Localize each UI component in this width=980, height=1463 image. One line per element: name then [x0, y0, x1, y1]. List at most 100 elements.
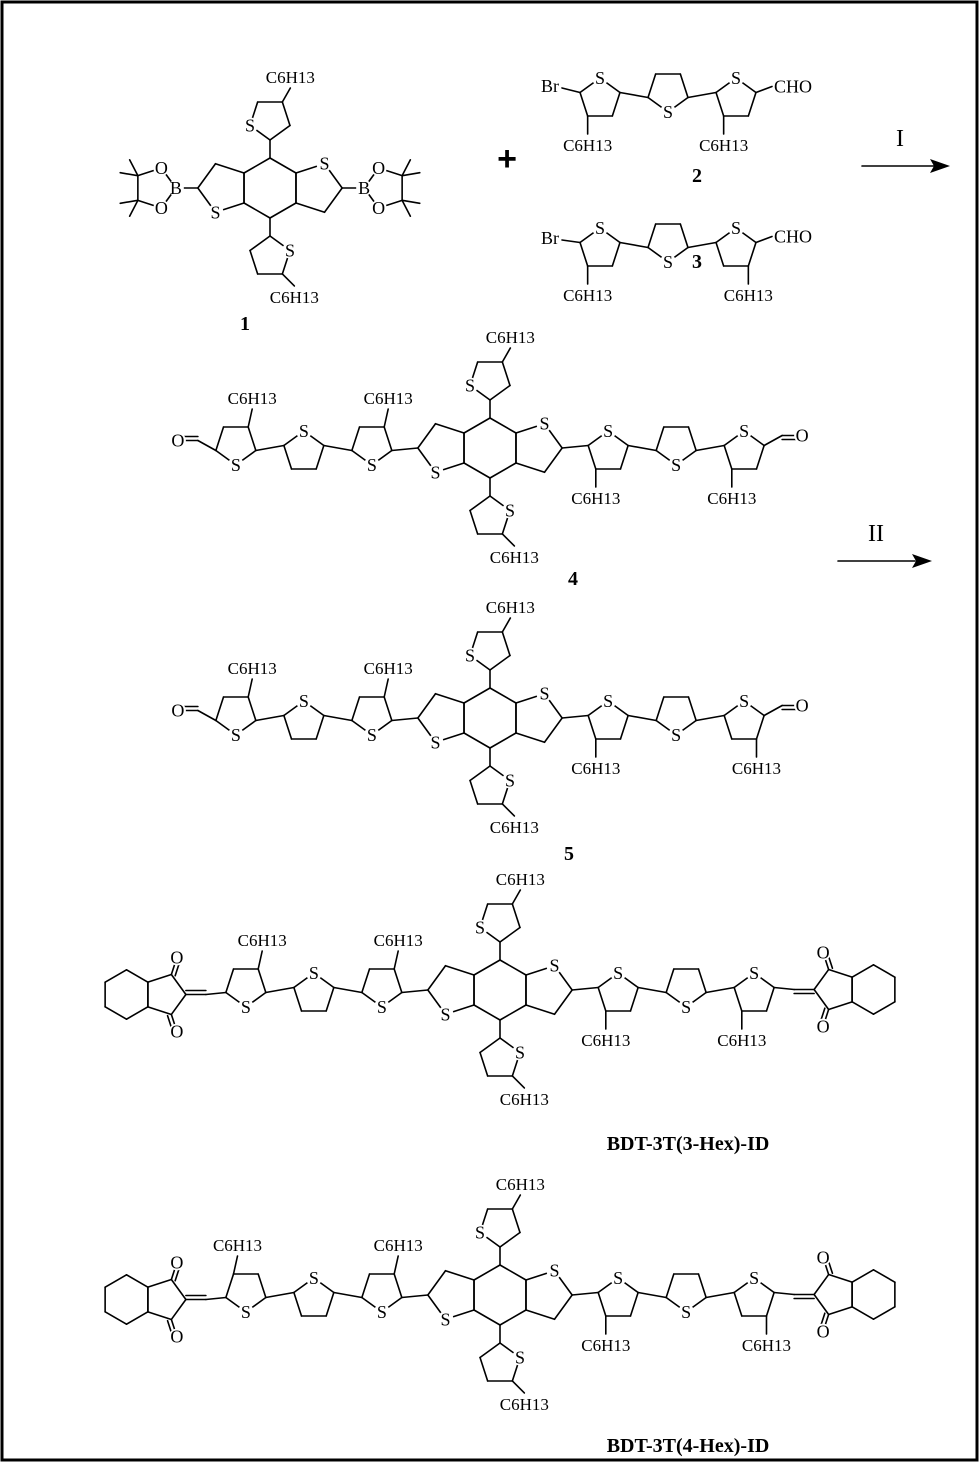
thiophene-bond [733, 986, 743, 1012]
indandione-benzene-bond [104, 1006, 128, 1020]
thiophene-bond [249, 235, 271, 252]
indandione-benzene-bond [872, 1306, 896, 1320]
methyl-bond [401, 199, 421, 205]
indandione-ring-bond [813, 1273, 830, 1296]
hexyl-bond [501, 803, 516, 817]
thiophene-bond [629, 1291, 639, 1317]
sulfur-atom: S [595, 68, 605, 88]
hexyl-label: C6H13 [213, 1236, 262, 1255]
sulfur-atom-mask [363, 457, 380, 473]
thiophene-bond [325, 1291, 335, 1317]
compound-3-label: 3 [692, 251, 702, 273]
hexyl-bond [281, 273, 296, 287]
thiophene-bond [281, 101, 291, 127]
sulfur-atom: S [681, 997, 691, 1017]
indandione-ring-bond [147, 1278, 173, 1288]
sulfur-atom: S [515, 1348, 525, 1368]
benzene-bond [473, 1004, 501, 1021]
sulfur-atom-mask [462, 647, 479, 664]
oxygen-atom: O [817, 1017, 830, 1037]
sulfur-atom-mask [660, 254, 676, 270]
inter-ring-bond [265, 986, 295, 994]
thiophene-bond [543, 447, 563, 474]
benzene-bond [269, 157, 297, 174]
thiophene-bond [587, 444, 597, 470]
sulfur-atom: S [440, 1309, 450, 1329]
benzene-bond [499, 1004, 527, 1021]
sulfur-atom-mask [536, 415, 553, 432]
benzene-bond [243, 202, 271, 219]
sulfur-atom-mask [373, 999, 390, 1015]
thiophene-bond [444, 1269, 475, 1281]
inter-ring-bond [255, 714, 285, 722]
arrow-head-2 [912, 554, 932, 568]
inter-ring-bond [571, 1291, 599, 1296]
sulfur-atom: S [430, 732, 440, 752]
sulfur-atom-mask [237, 999, 254, 1015]
sulfur-atom-mask [207, 204, 224, 221]
thiophene-bond [434, 692, 465, 704]
sulfur-atom: S [550, 1261, 560, 1281]
thiophene-bond [293, 986, 303, 1012]
hexyl-label: C6H13 [724, 286, 773, 305]
thiophene-bond [515, 462, 546, 474]
inter-ring-bond [637, 1291, 667, 1299]
hexyl-label: C6H13 [732, 759, 781, 778]
thiophene-bond [655, 426, 665, 452]
thiophene-bond [579, 241, 589, 267]
sulfur-atom-mask [678, 999, 695, 1015]
hexyl-label: C6H13 [500, 1395, 549, 1414]
inter-ring-bond [561, 714, 589, 719]
inter-ring-bond [333, 1291, 363, 1299]
sulfur-atom: S [231, 455, 241, 475]
thiophene-bond [325, 986, 335, 1012]
sulfur-atom-mask [592, 220, 608, 236]
indandione-benzene-bond [851, 1306, 875, 1320]
sulfur-atom: S [671, 725, 681, 745]
thiophene-bond [293, 1291, 303, 1317]
methyl-bond [128, 199, 139, 218]
sulfur-atom-mask [736, 693, 753, 709]
indandione-ring-bond [827, 1273, 853, 1283]
benzene-bond [499, 1264, 527, 1281]
thiophene-bond [295, 202, 326, 214]
inter-ring-bond [561, 87, 581, 94]
sulfur-atom: S [367, 725, 377, 745]
benzene-bond [473, 959, 501, 976]
hexyl-bond [511, 1380, 526, 1394]
inter-ring-bond [687, 241, 717, 249]
indandione-ring-bond [147, 1006, 173, 1016]
inter-ring-bond [637, 986, 667, 994]
thiophene-bond [501, 631, 511, 657]
thiophene-bond [747, 91, 757, 117]
benzene-bond [489, 417, 517, 434]
hexyl-label: C6H13 [490, 548, 539, 567]
sulfur-atom-mask [592, 70, 608, 86]
thiophene-bond [215, 426, 225, 452]
thiophene-bond [733, 1291, 743, 1317]
sulfur-atom-mask [472, 919, 489, 936]
oxygen-atom-mask [370, 160, 387, 177]
hexyl-bond [247, 678, 253, 698]
methyl-bond [119, 199, 139, 205]
indandione-ring-bond [813, 988, 830, 1011]
thiophene-bond [511, 1208, 521, 1234]
sulfur-atom-mask [305, 965, 322, 981]
sulfur-atom: S [731, 218, 741, 238]
thiophene-bond [469, 509, 479, 535]
inter-ring-bond [561, 239, 581, 244]
thiophene-bond [747, 241, 757, 267]
oxygen-atom-mask [794, 697, 811, 714]
sulfur-atom: S [299, 691, 309, 711]
inter-ring-bond [571, 986, 599, 991]
benzene-bond [489, 462, 517, 479]
oxygen-atom: O [796, 426, 809, 446]
inter-ring-bond [705, 986, 735, 994]
thiophene-bond [647, 223, 657, 249]
boron-atom-mask [167, 180, 184, 196]
hexyl-bond [511, 889, 522, 905]
methyl-bond [119, 171, 139, 177]
oxygen-atom: O [796, 696, 809, 716]
hexyl-label: C6H13 [563, 286, 612, 305]
